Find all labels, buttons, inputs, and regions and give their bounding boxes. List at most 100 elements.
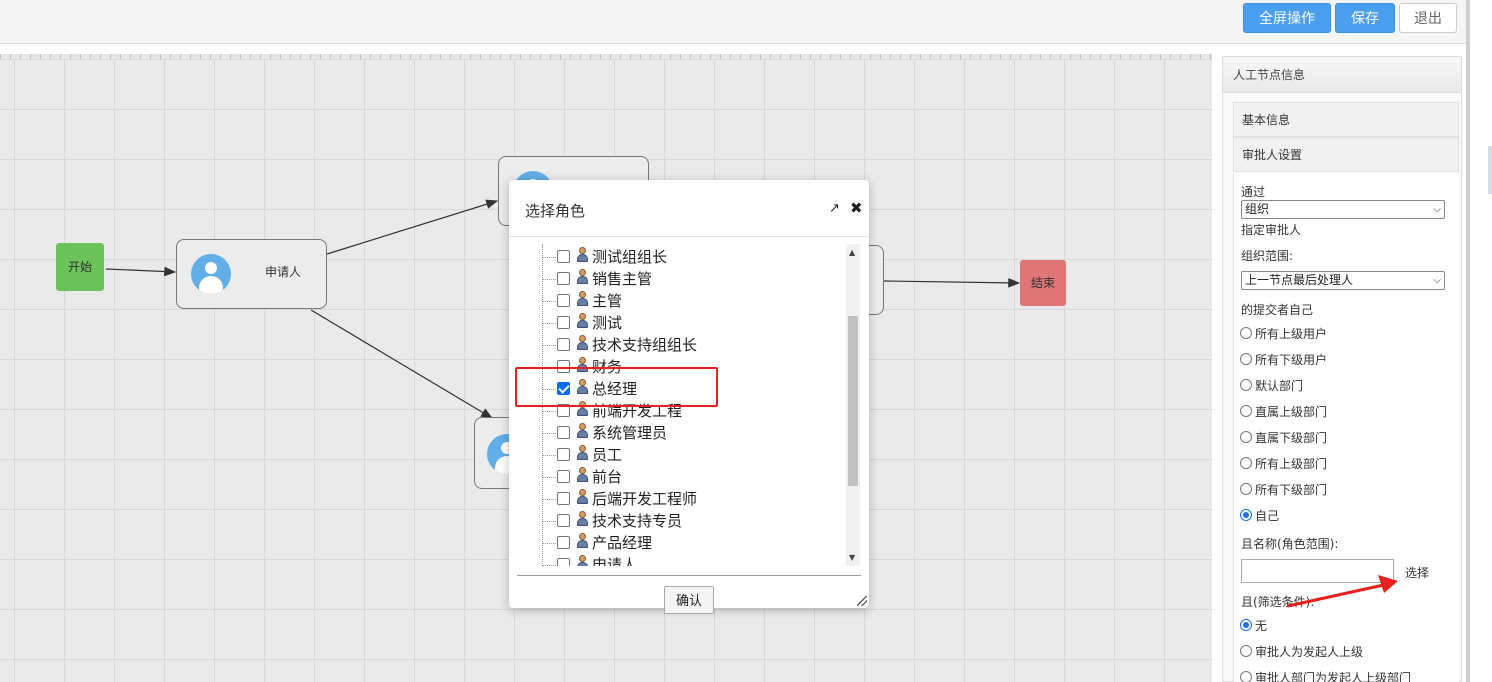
role-checkbox[interactable] [557, 492, 570, 505]
applicant-node[interactable]: 申请人 [176, 239, 327, 309]
confirm-button[interactable]: 确认 [664, 586, 714, 614]
role-tree-item[interactable]: 测试组组长 [517, 246, 837, 268]
scope-option-row[interactable]: 所有下级部门 [1240, 481, 1327, 498]
role-tree-item[interactable]: 申请人 [517, 554, 837, 566]
scroll-down-icon[interactable]: ▼ [849, 553, 856, 562]
exit-button[interactable]: 退出 [1399, 3, 1457, 33]
user-role-icon [576, 467, 588, 483]
user-role-icon [576, 511, 588, 527]
filter-radio[interactable] [1240, 671, 1252, 682]
scope-option-row[interactable]: 直属上级部门 [1240, 403, 1327, 420]
role-checkbox[interactable] [557, 294, 570, 307]
approver-settings-form: 通过 组织 ⌵ 指定审批人 组织范围: 上一节点最后处理人 ⌵ 的提交者自己 所… [1233, 173, 1459, 682]
role-tree-item[interactable]: 前台 [517, 466, 837, 488]
tree-connector [543, 455, 556, 456]
filter-radio[interactable] [1240, 619, 1252, 631]
role-tree-item[interactable]: 后端开发工程师 [517, 488, 837, 510]
section-basic-info[interactable]: 基本信息 [1233, 102, 1459, 137]
scope-option-label: 直属上级部门 [1255, 405, 1328, 419]
pass-select[interactable]: 组织 ⌵ [1241, 200, 1445, 219]
tree-connector [543, 521, 556, 522]
section-approver-settings[interactable]: 审批人设置 [1233, 137, 1459, 172]
role-name: 后端开发工程师 [592, 490, 698, 508]
scope-radio[interactable] [1240, 457, 1252, 469]
scroll-up-icon[interactable]: ▲ [849, 248, 856, 257]
scope-radio[interactable] [1240, 483, 1252, 495]
page-scrollbar[interactable] [1466, 0, 1470, 682]
role-checkbox[interactable] [557, 448, 570, 461]
external-link-icon[interactable]: ↗ [829, 201, 840, 216]
filter-option-label: 无 [1255, 619, 1268, 633]
role-tree-item[interactable]: 测试 [517, 312, 837, 334]
scope-option-row[interactable]: 默认部门 [1240, 377, 1303, 394]
role-checkbox[interactable] [557, 470, 570, 483]
scope-radio[interactable] [1240, 509, 1252, 521]
role-checkbox[interactable] [557, 404, 570, 417]
scope-option-row[interactable]: 所有上级部门 [1240, 455, 1327, 472]
close-icon[interactable]: ✖ [850, 199, 863, 217]
user-role-icon [576, 335, 588, 351]
role-name-label: 且名称(角色范围): [1241, 537, 1339, 551]
role-checkbox[interactable] [557, 272, 570, 285]
tree-connector [543, 433, 556, 434]
resize-grip-icon[interactable] [857, 596, 867, 606]
role-tree-item[interactable]: 员工 [517, 444, 837, 466]
scope-radio[interactable] [1240, 353, 1252, 365]
scope-option-label: 所有上级部门 [1255, 457, 1328, 471]
dialog-footer-divider [517, 575, 861, 576]
applicant-node-label: 申请人 [265, 265, 302, 279]
role-name: 产品经理 [592, 534, 653, 552]
role-checkbox[interactable] [557, 514, 570, 527]
role-checkbox[interactable] [557, 536, 570, 549]
scope-option-row[interactable]: 所有上级用户 [1240, 325, 1327, 342]
role-checkbox[interactable] [557, 382, 570, 395]
scope-radio[interactable] [1240, 405, 1252, 417]
role-tree-item[interactable]: 技术支持组组长 [517, 334, 837, 356]
tree-connector [543, 565, 556, 566]
scope-option-row[interactable]: 自己 [1240, 507, 1279, 524]
filter-radio[interactable] [1240, 645, 1252, 657]
role-checkbox[interactable] [557, 558, 570, 566]
role-checkbox[interactable] [557, 250, 570, 263]
user-role-icon [576, 445, 588, 461]
role-tree-item[interactable]: 技术支持专员 [517, 510, 837, 532]
scope-option-label: 直属下级部门 [1255, 431, 1328, 445]
role-tree-item[interactable]: 系统管理员 [517, 422, 837, 444]
scope-radio[interactable] [1240, 379, 1252, 391]
start-node[interactable]: 开始 [56, 243, 104, 291]
save-button[interactable]: 保存 [1335, 3, 1395, 33]
role-checkbox[interactable] [557, 338, 570, 351]
role-tree-item[interactable]: 总经理 [517, 378, 837, 400]
select-role-link[interactable]: 选择 [1405, 566, 1430, 580]
filter-option-row[interactable]: 审批人为发起人上级 [1240, 643, 1363, 660]
role-tree-item[interactable]: 销售主管 [517, 268, 837, 290]
tree-connector [543, 323, 556, 324]
fullscreen-button[interactable]: 全屏操作 [1243, 3, 1331, 33]
user-avatar-icon [191, 254, 231, 294]
role-list-scrollbar[interactable]: ▲ ▼ [846, 244, 860, 566]
role-name-input[interactable] [1241, 559, 1394, 583]
scroll-thumb[interactable] [848, 316, 858, 486]
role-checkbox[interactable] [557, 426, 570, 439]
scope-radio[interactable] [1240, 327, 1252, 339]
scope-option-row[interactable]: 直属下级部门 [1240, 429, 1327, 446]
filter-option-label: 审批人部门为发起人上级部门 [1255, 671, 1412, 682]
end-node[interactable]: 结束 [1020, 260, 1066, 306]
scope-option-label: 自己 [1255, 509, 1280, 523]
pass-label: 通过 [1241, 185, 1266, 199]
role-checkbox[interactable] [557, 316, 570, 329]
org-scope-select[interactable]: 上一节点最后处理人 ⌵ [1241, 271, 1445, 290]
filter-option-row[interactable]: 审批人部门为发起人上级部门 [1240, 669, 1411, 682]
role-tree-item[interactable]: 产品经理 [517, 532, 837, 554]
scope-option-label: 默认部门 [1255, 379, 1304, 393]
role-checkbox[interactable] [557, 360, 570, 373]
scope-radio[interactable] [1240, 431, 1252, 443]
scope-option-row[interactable]: 所有下级用户 [1240, 351, 1327, 368]
user-role-icon [576, 379, 588, 395]
role-tree-item[interactable]: 主管 [517, 290, 837, 312]
tree-connector [543, 301, 556, 302]
user-role-icon [576, 489, 588, 505]
filter-option-row[interactable]: 无 [1240, 617, 1267, 634]
node-properties-panel: 人工节点信息 基本信息 审批人设置 通过 组织 ⌵ 指定审批人 组织范围: 上一… [1222, 56, 1462, 682]
user-role-icon [576, 313, 588, 329]
